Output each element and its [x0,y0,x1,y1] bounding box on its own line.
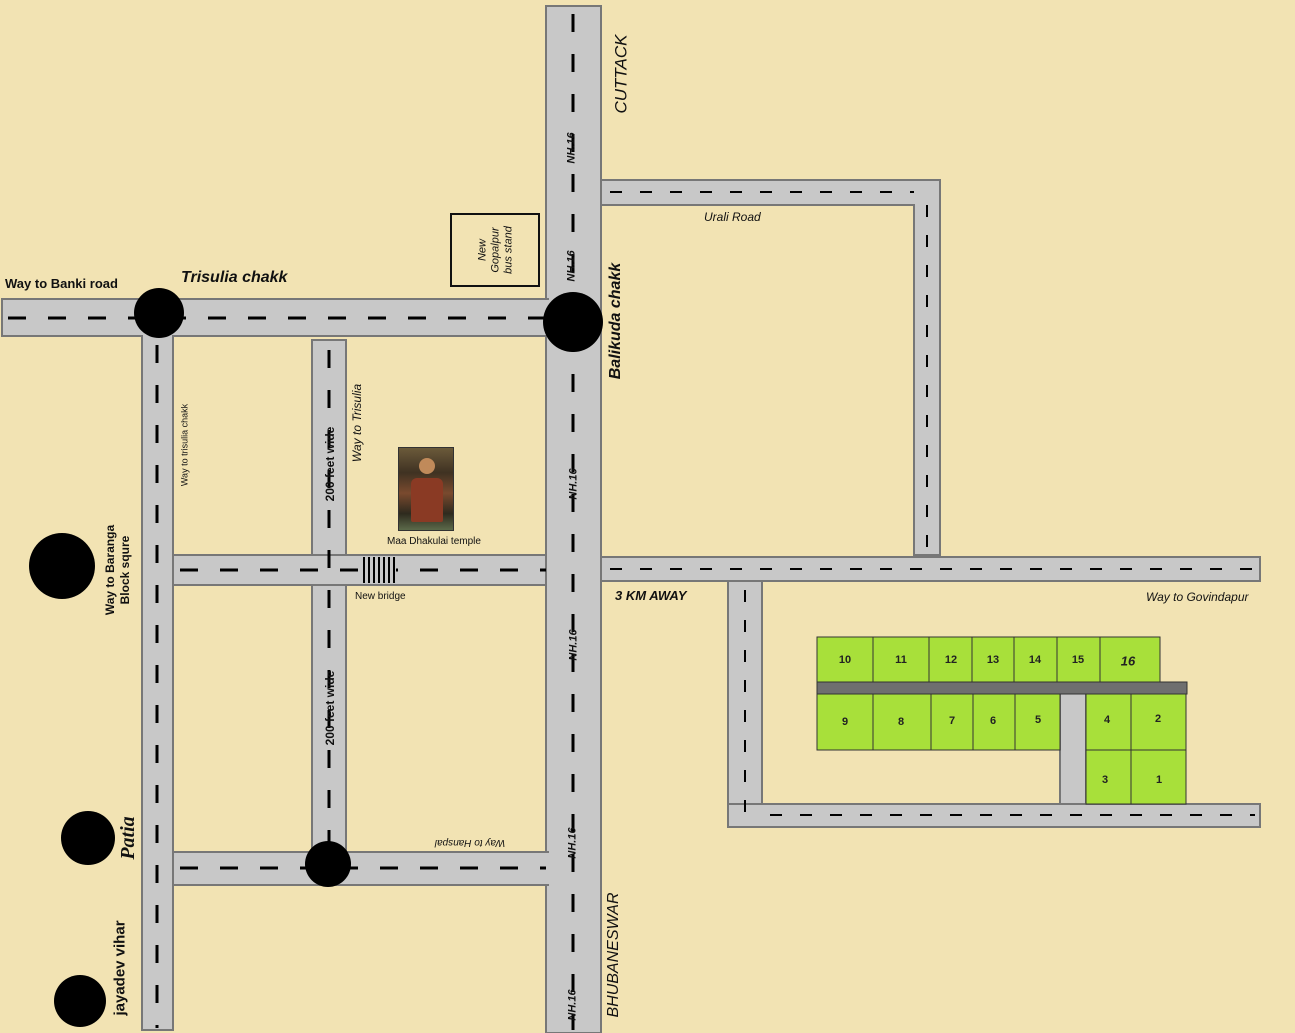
urali-road-label: Urali Road [704,210,761,224]
plot-bottom-road [727,803,1261,828]
plot-6 [972,693,1016,751]
baranga-marker [29,533,95,599]
plot-3-number: 3 [1101,774,1109,786]
nh16-label-1: NH.16 [565,132,578,164]
temple-label: Maa Dhakulai temple [387,536,481,547]
cuttack-label: CUTTACK [611,34,631,114]
way-to-banki-label: Way to Banki road [5,276,118,291]
way-to-trisulia-chakk-label: Way to trisulia chakk [179,403,190,487]
plot-12 [928,636,973,683]
temple-image [398,447,454,531]
plot-8 [872,693,932,751]
trisulia-chakk-junction [134,288,184,338]
way-to-baranga-line-2: Block squre [118,535,132,605]
plot-9 [816,693,874,751]
plot-7-number: 7 [948,715,956,727]
bus-stand-line-3: bus stand [502,226,515,274]
plot-14 [1013,636,1058,683]
plot-13-number: 13 [986,654,1000,666]
plot-11 [872,636,930,683]
way-to-baranga-label: Way to Baranga Block squre [103,525,133,615]
plot-16-number: 16 [1120,653,1136,669]
balikuda-chakk-label: Balikuda chakk [607,262,624,380]
plot-7 [930,693,974,751]
new-bridge-label: New bridge [355,591,406,602]
plot-inner-road [1059,689,1087,805]
plot-15 [1056,636,1101,683]
bus-stand-line-2: Gopalpur [489,227,502,273]
bhubaneswar-label: BHUBANESWAR [605,892,622,1018]
km-away-label: 3 KM AWAY [615,588,687,603]
nh16-label-2: NH.16 [565,250,578,282]
plot-2-number: 2 [1154,713,1162,725]
way-to-govindapur-label: Way to Govindapur [1146,590,1249,604]
jayadev-vihar-label: jayadev vihar [111,920,129,1016]
nh16-label-4: NH.16 [567,629,580,661]
way-to-hanspal-label: Way to Hanspal [434,837,506,848]
balikuda-chakk-junction [543,292,603,352]
plot-14-number: 14 [1028,654,1042,666]
nh16-label-5: NH.16 [566,827,579,859]
plot-6-number: 6 [989,715,997,727]
nh16-label-3: NH.16 [567,468,580,500]
nh16-label-6: NH.16 [566,989,579,1021]
plot-5 [1014,693,1061,751]
patia-marker [61,811,115,865]
banki-road [1,298,549,337]
bus-stand-label: New Gopalpur bus stand [477,215,516,285]
plot-divider-road [816,681,1188,695]
plot-16 [1099,636,1161,683]
patia-label: Patia [117,816,139,860]
hanspal-junction [305,841,351,887]
plot-access-road [727,580,763,828]
plot-15-number: 15 [1071,654,1085,666]
bus-stand-line-1: New [476,239,489,262]
plot-10 [816,636,874,683]
plot-11-number: 11 [895,654,907,666]
plot-5-number: 5 [1034,714,1042,726]
feet-wide-label-1: 200 feet wide [323,426,337,502]
plot-4-number: 4 [1103,714,1111,726]
jayadev-vihar-marker [54,975,106,1027]
feet-wide-label-2: 200 feet wide [323,670,337,746]
trisulia-chakk-label: Trisulia chakk [181,269,288,286]
plot-1 [1130,749,1187,805]
plot-10-number: 10 [838,654,852,666]
plot-9-number: 9 [841,716,849,728]
way-to-trisulia-label: Way to Trisulia [350,383,364,463]
way-to-baranga-line-1: Way to Baranga [103,524,117,616]
plot-8-number: 8 [897,716,905,728]
plot-3 [1085,749,1132,805]
new-bridge [360,556,396,584]
plot-12-number: 12 [944,654,958,666]
bus-stand-box [450,213,540,287]
plot-1-number: 1 [1155,774,1163,786]
